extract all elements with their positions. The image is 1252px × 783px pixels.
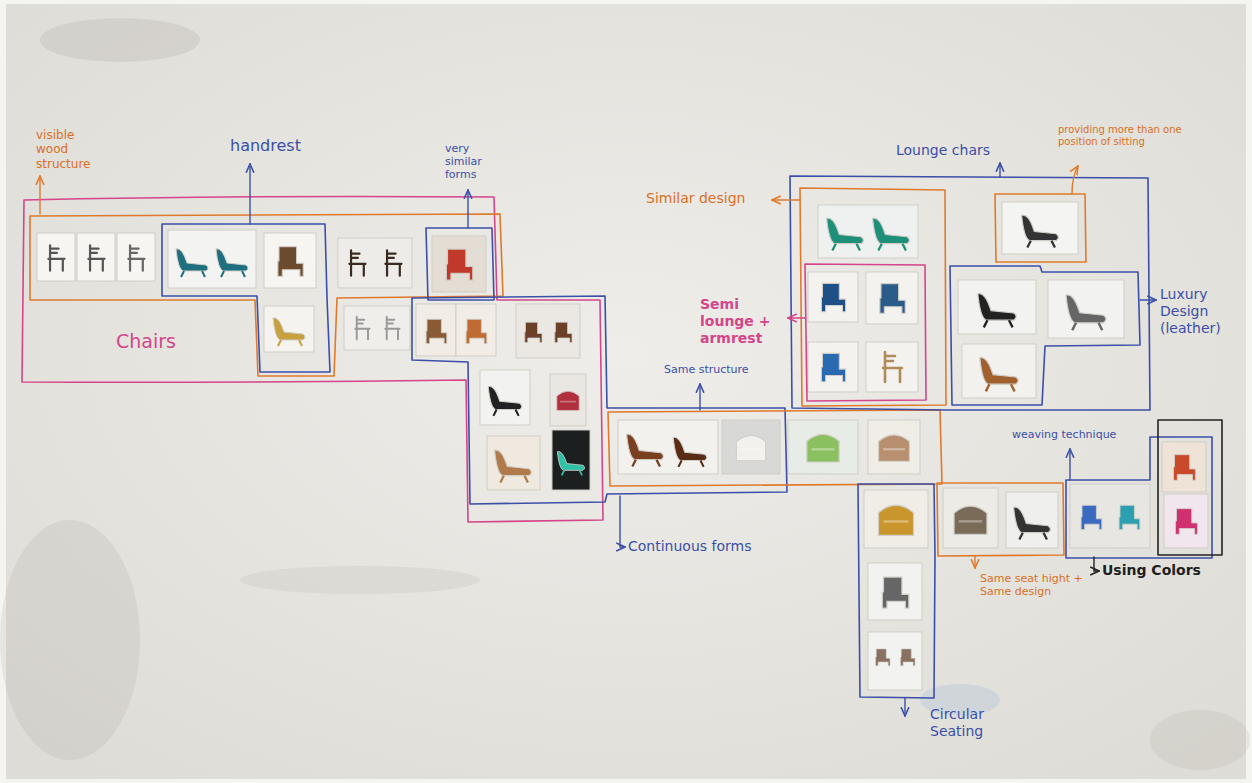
board-surface	[6, 4, 1246, 779]
handwritten-label: Same seat hight + Same design	[980, 572, 1090, 598]
handwritten-label: Continuous forms	[628, 538, 778, 555]
handwritten-label: Same structure	[664, 363, 774, 376]
chair-photos	[37, 202, 1208, 690]
handwritten-label: providing more than one position of sitt…	[1058, 124, 1198, 148]
handwritten-label: Lounge chars	[896, 142, 996, 159]
handwritten-label: Circular Seating	[930, 706, 1004, 740]
handwritten-label: handrest	[230, 136, 320, 155]
handwritten-label: very similar forms	[445, 142, 495, 182]
handwritten-label: Similar design	[646, 190, 766, 207]
handwritten-label: weaving technique	[1012, 428, 1122, 441]
leader-arrows	[40, 163, 1156, 716]
handwritten-label: visible wood structure	[36, 128, 98, 171]
handwritten-label: Semi lounge + armrest	[700, 296, 780, 346]
handwritten-label: Luxury Design (leather)	[1160, 286, 1240, 336]
group-outlines	[22, 176, 1222, 698]
smudges	[0, 18, 1250, 770]
handwritten-label: Chairs	[116, 330, 196, 353]
handwritten-label: Using Colors	[1102, 562, 1212, 579]
